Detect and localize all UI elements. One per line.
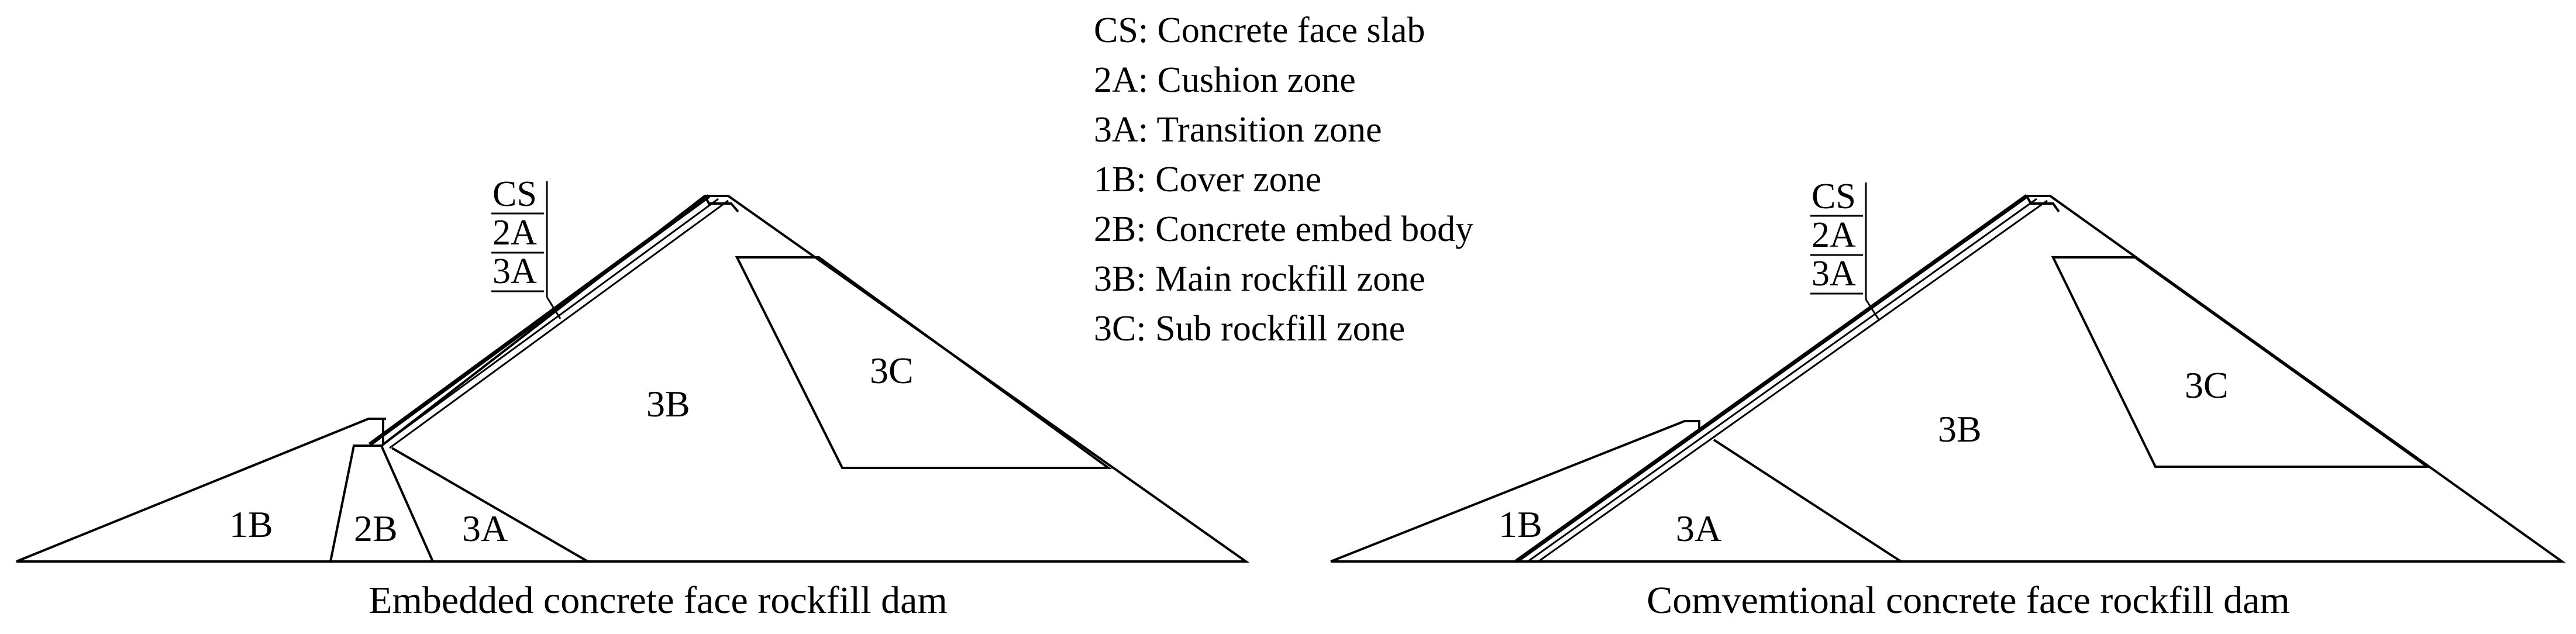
right-zone-3c: 3C — [2185, 364, 2229, 406]
left-zone-3b: 3B — [646, 383, 690, 425]
right-crest — [2026, 195, 2060, 213]
legend-item-3a: 3A: Transition zone — [1094, 110, 1382, 150]
right-face-slab — [1514, 194, 2029, 563]
right-tag-2a: 2A — [1812, 215, 1856, 255]
left-zone-2b: 2B — [354, 508, 398, 549]
right-3c-zone — [2051, 256, 2432, 468]
right-transition-boundary — [1713, 439, 1902, 563]
left-3c-zone — [735, 256, 1113, 469]
right-zone-3a: 3A — [1676, 508, 1721, 549]
legend-item-1b: 1B: Cover zone — [1094, 160, 1321, 199]
legend-item-cs: CS: Concrete face slab — [1094, 11, 1425, 50]
left-tag-3a: 3A — [493, 251, 537, 291]
right-caption: Comvemtional concrete face rockfill dam — [1647, 579, 2290, 622]
right-layer-tags: CS 2A 3A — [1810, 177, 1881, 321]
left-zone-3a: 3A — [462, 508, 508, 549]
left-transition-boundary — [391, 447, 589, 563]
legend-item-2a: 2A: Cushion zone — [1094, 60, 1356, 100]
right-transition-line — [1538, 199, 2048, 563]
right-tag-cs: CS — [1812, 177, 1856, 216]
right-tag-3a: 3A — [1812, 254, 1856, 294]
right-dam: CS 2A 3A 1B 3A 3B 3C Comvemtional concre… — [1330, 177, 2566, 622]
left-tag-2a: 2A — [493, 213, 537, 253]
left-caption: Embedded concrete face rockfill dam — [369, 579, 947, 622]
left-transition-line — [389, 199, 729, 449]
legend: CS: Concrete face slab 2A: Cushion zone … — [1094, 11, 1473, 349]
left-layer-tags: CS 2A 3A — [491, 174, 562, 319]
right-cushion-line — [1527, 198, 2037, 563]
left-face-slab — [368, 194, 711, 446]
legend-item-2b: 2B: Concrete embed body — [1094, 209, 1473, 249]
left-dam: CS 2A 3A 1B 2B 3A 3B 3C Embedded concret… — [16, 174, 1250, 622]
left-tag-cs: CS — [493, 174, 537, 214]
legend-item-3c: 3C: Sub rockfill zone — [1094, 309, 1405, 349]
right-zone-1b: 1B — [1499, 504, 1542, 545]
left-cushion-line — [381, 198, 719, 447]
right-zone-3b: 3B — [1938, 408, 1982, 450]
left-crest — [704, 195, 739, 213]
left-zone-3c: 3C — [870, 350, 914, 391]
left-embed-body — [329, 445, 435, 563]
left-zone-1b: 1B — [229, 504, 273, 545]
legend-item-3b: 3B: Main rockfill zone — [1094, 259, 1425, 299]
